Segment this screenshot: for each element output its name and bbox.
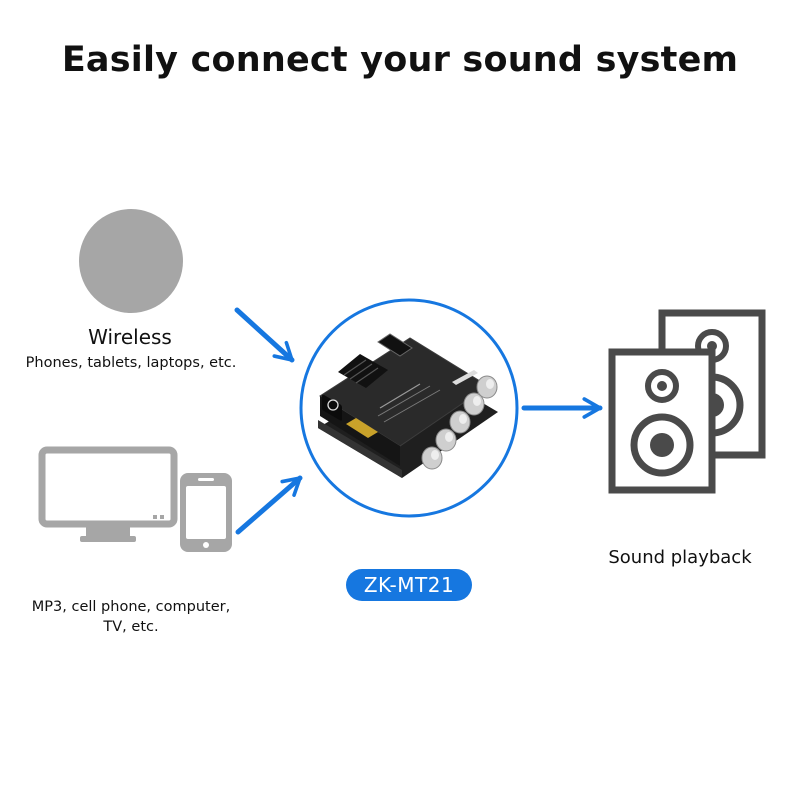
wireless-subtitle: Phones, tablets, laptops, etc. [25, 355, 237, 371]
wired-subtitle-line1: MP3, cell phone, computer, [31, 599, 231, 615]
arrow-wireless-to-board [234, 307, 295, 363]
model-badge: ZK-MT21 [346, 569, 472, 601]
arrow-wired-to-board [235, 475, 303, 535]
sound-playback-label: Sound playback [608, 547, 752, 568]
speakers-icon [608, 309, 766, 494]
wired-subtitle: MP3, cell phone, computer, TV, etc. [0, 597, 262, 637]
phone-icon [180, 473, 232, 552]
amplifier-board-image [318, 333, 498, 478]
wired-subtitle-line2: TV, etc. [103, 619, 159, 635]
wireless-source-icon [79, 209, 183, 313]
page-headline: Easily connect your sound system [61, 40, 739, 80]
wireless-title: Wireless [88, 325, 172, 349]
monitor-icon [38, 446, 178, 542]
